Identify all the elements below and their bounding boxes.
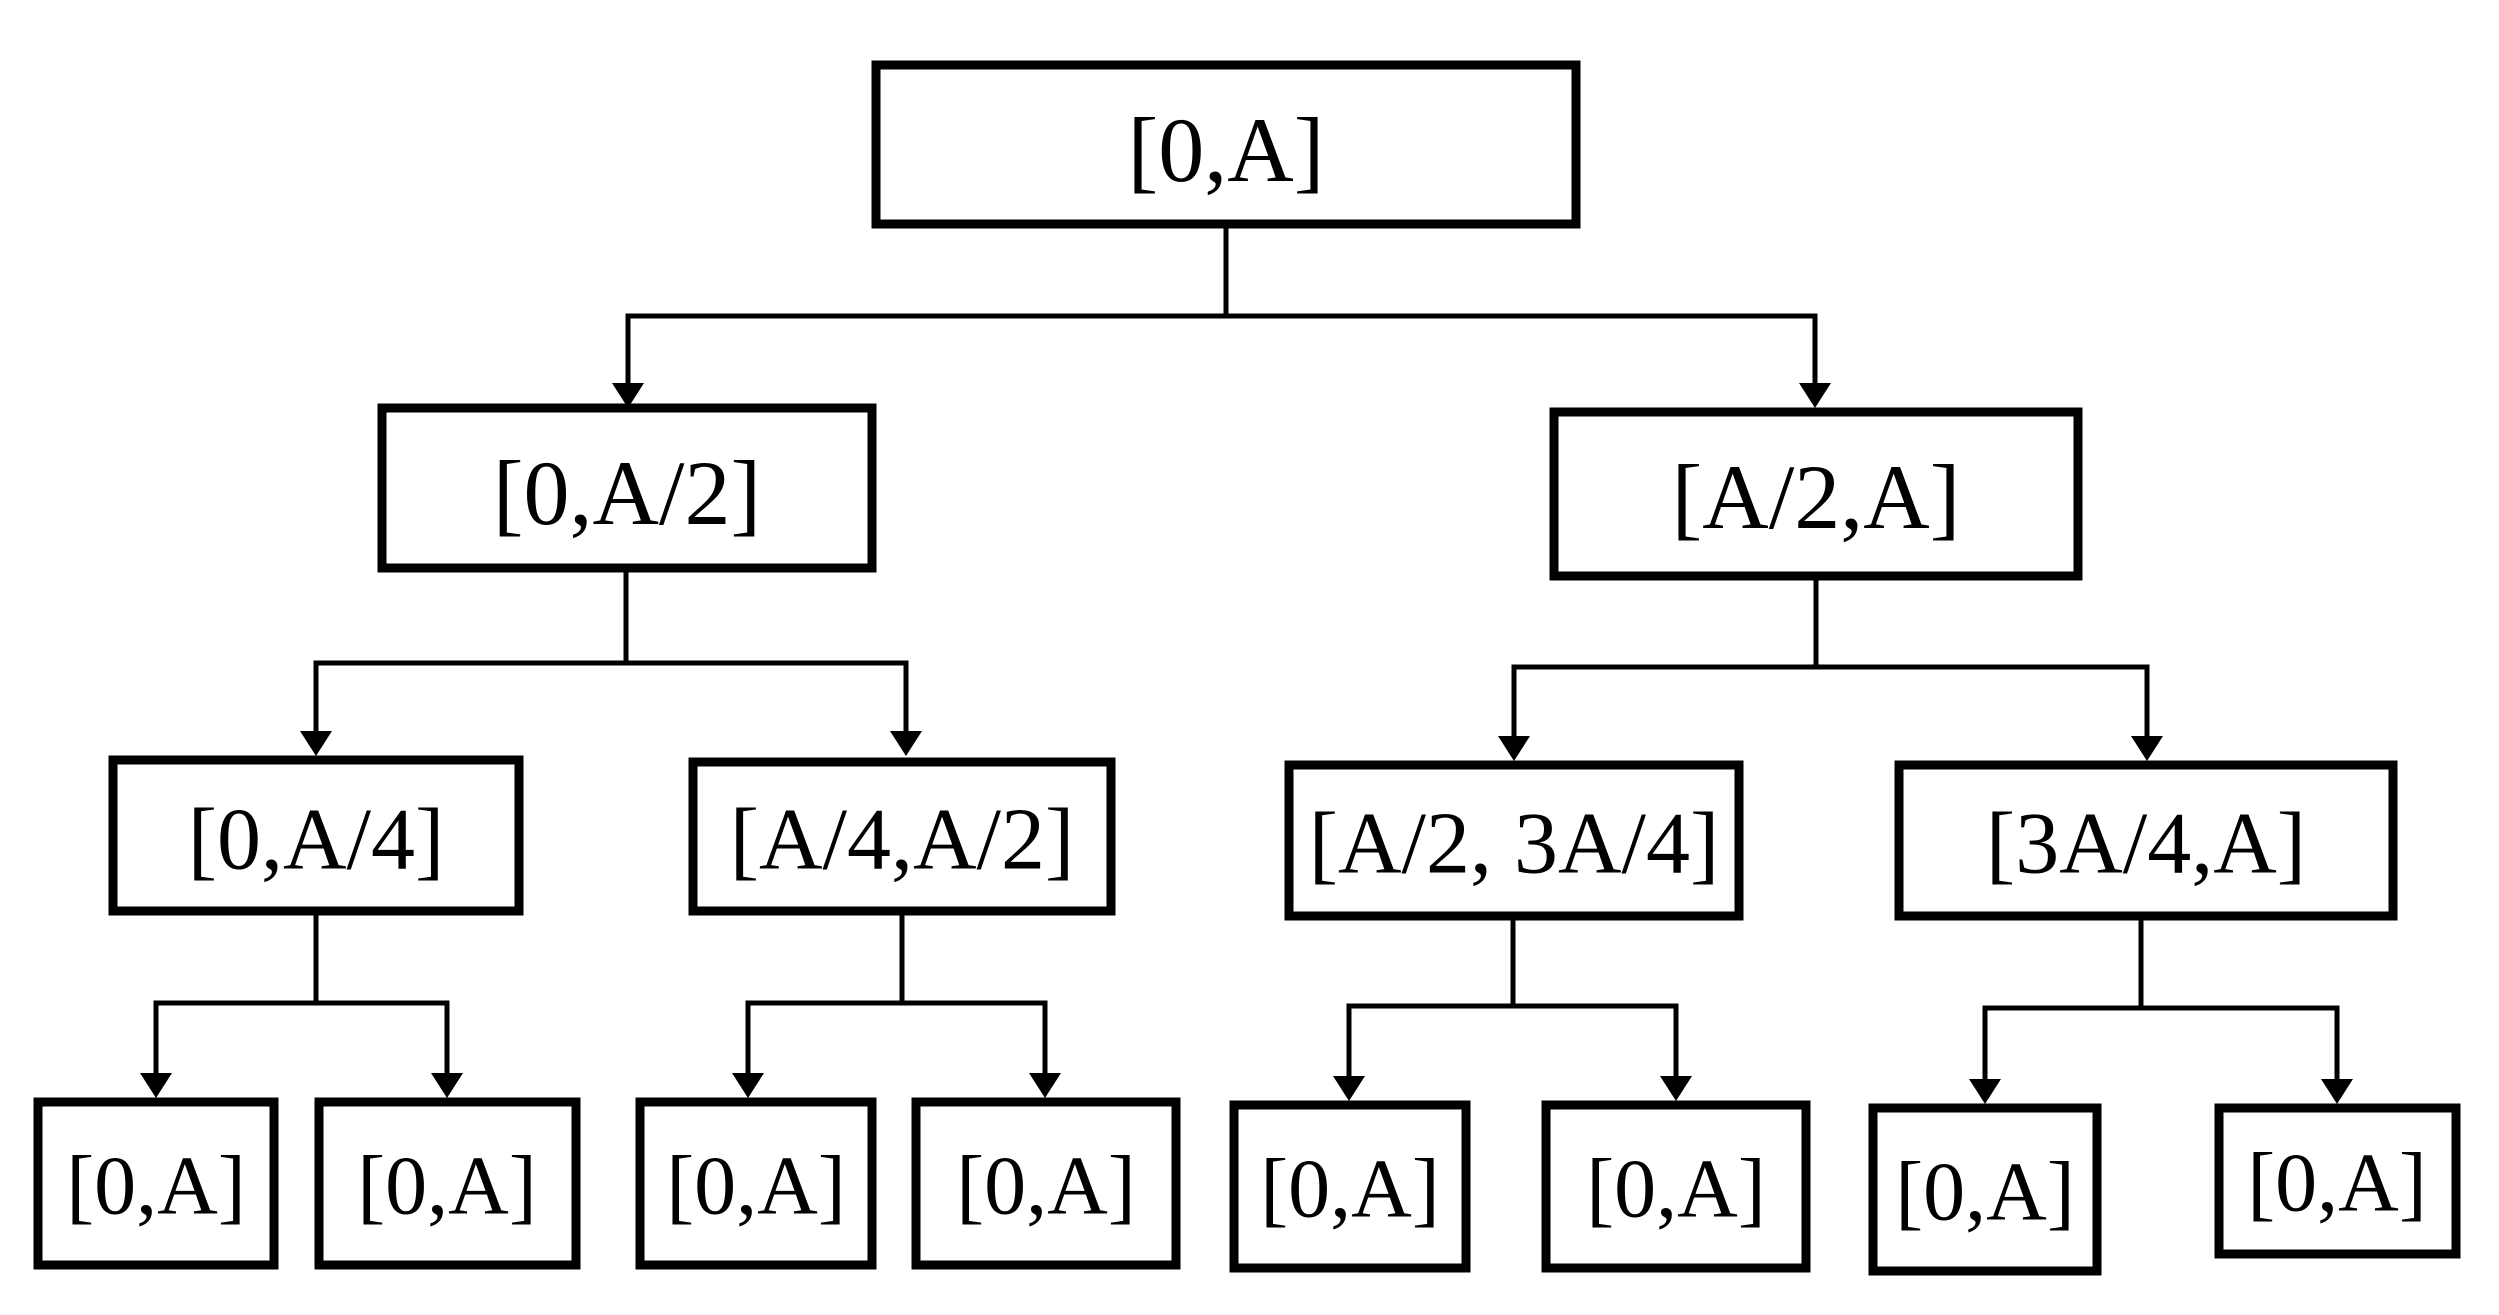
connector-leaf-branch bbox=[745, 908, 905, 1078]
arrowhead bbox=[1029, 1073, 1061, 1098]
tree-node-level1: [0,A/2] bbox=[377, 403, 877, 573]
connector-leaf-branch bbox=[153, 908, 319, 1078]
connector-leaf-branch bbox=[899, 1000, 1048, 1078]
arrowhead bbox=[612, 383, 644, 408]
node-label: [0,A] bbox=[1586, 1143, 1766, 1236]
tree-node-root: [0,A] bbox=[871, 60, 1581, 229]
arrowhead bbox=[1799, 383, 1831, 408]
node-label: [0,A] bbox=[1128, 99, 1325, 201]
node-label: [3A/4,A] bbox=[1986, 796, 2306, 893]
node-label: [0,A] bbox=[1895, 1146, 2075, 1239]
node-box bbox=[1229, 1100, 1471, 1273]
tree-node-leaf: [0,A] bbox=[2214, 1103, 2461, 1259]
arrowhead bbox=[890, 731, 922, 756]
node-label: [0,A] bbox=[1260, 1143, 1440, 1236]
connector-root-to-right bbox=[1223, 313, 1818, 388]
connector-leaf-branch bbox=[1982, 913, 2144, 1084]
connectors bbox=[140, 221, 2353, 1104]
node-box bbox=[33, 1097, 279, 1270]
connector-right-to-children bbox=[1511, 573, 1819, 741]
node-label: [A/2,A] bbox=[1672, 446, 1961, 548]
node-label: [0,A] bbox=[666, 1140, 846, 1233]
tree-node-level2: [3A/4,A] bbox=[1894, 760, 2398, 921]
connector-left-to-children bbox=[623, 660, 909, 736]
node-box bbox=[377, 403, 877, 573]
arrowhead bbox=[732, 1073, 764, 1098]
tree-node-level2: [0,A/4] bbox=[108, 755, 524, 916]
tree-node-leaf: [0,A] bbox=[1541, 1100, 1811, 1273]
connector-left-to-children bbox=[313, 565, 629, 736]
nodes: [0,A] [0,A/2] [A/2,A] [0,A/4] [A/4,A/2] … bbox=[33, 60, 2461, 1276]
node-box bbox=[1894, 760, 2398, 921]
node-box bbox=[911, 1097, 1181, 1270]
connector-leaf-branch bbox=[2138, 1005, 2340, 1084]
connector-right-to-children bbox=[1813, 664, 2150, 741]
node-label: [0,A/2] bbox=[493, 442, 761, 544]
arrowhead bbox=[1969, 1079, 2001, 1104]
arrowhead bbox=[140, 1073, 172, 1098]
node-label: [0,A/4] bbox=[188, 792, 445, 889]
arrowhead bbox=[300, 731, 332, 756]
tree-node-leaf: [0,A] bbox=[1868, 1103, 2102, 1276]
node-box bbox=[1541, 1100, 1811, 1273]
connector-leaf-branch bbox=[313, 1000, 450, 1078]
node-box bbox=[1868, 1103, 2102, 1276]
tree-node-leaf: [0,A] bbox=[314, 1097, 581, 1270]
tree-node-leaf: [0,A] bbox=[911, 1097, 1181, 1270]
node-label: [0,A] bbox=[66, 1140, 246, 1233]
node-label: [0,A] bbox=[956, 1140, 1136, 1233]
tree-node-level2: [A/2, 3A/4] bbox=[1284, 760, 1744, 921]
connector-root-to-left bbox=[625, 221, 1229, 388]
connector-leaf-branch bbox=[1510, 1003, 1679, 1081]
tree-node-level2: [A/4,A/2] bbox=[688, 757, 1116, 916]
node-box bbox=[1549, 407, 2083, 581]
arrowhead bbox=[1333, 1076, 1365, 1101]
arrowhead bbox=[1660, 1076, 1692, 1101]
tree-node-leaf: [0,A] bbox=[1229, 1100, 1471, 1273]
node-label: [0,A] bbox=[2247, 1137, 2427, 1230]
node-box bbox=[871, 60, 1581, 229]
tree-node-leaf: [0,A] bbox=[635, 1097, 877, 1270]
node-box bbox=[1284, 760, 1744, 921]
node-box bbox=[688, 757, 1116, 916]
arrowhead bbox=[431, 1073, 463, 1098]
arrowhead bbox=[2131, 736, 2163, 761]
arrowhead bbox=[1498, 736, 1530, 761]
node-box bbox=[314, 1097, 581, 1270]
tree-node-leaf: [0,A] bbox=[33, 1097, 279, 1270]
node-label: [0,A] bbox=[357, 1140, 537, 1233]
connector-leaf-branch bbox=[1346, 913, 1516, 1081]
node-box bbox=[2214, 1103, 2461, 1259]
node-box bbox=[108, 755, 524, 916]
node-label: [A/2, 3A/4] bbox=[1309, 796, 1720, 893]
node-box bbox=[635, 1097, 877, 1270]
arrowhead bbox=[2321, 1079, 2353, 1104]
tree-node-level1: [A/2,A] bbox=[1549, 407, 2083, 581]
node-label: [A/4,A/2] bbox=[730, 792, 1075, 889]
